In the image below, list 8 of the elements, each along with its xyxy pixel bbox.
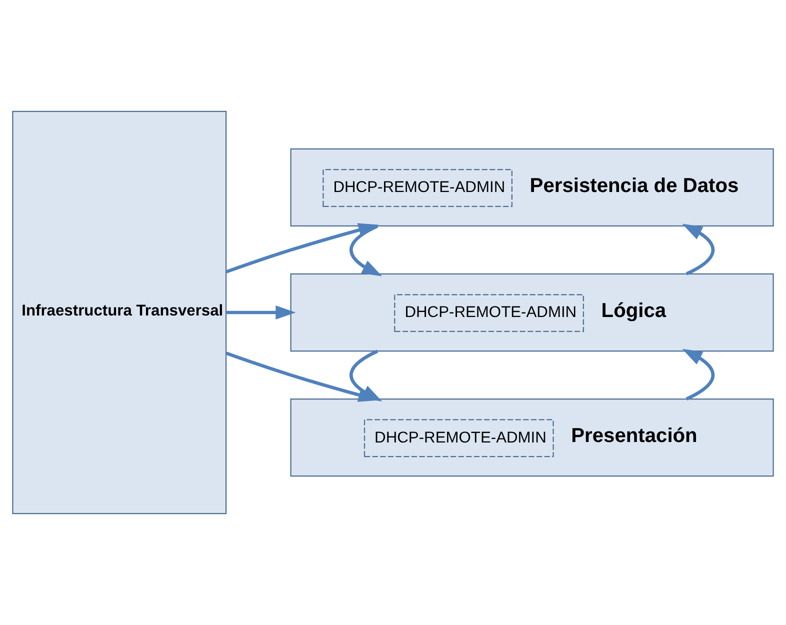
node-box: DHCP-REMOTE-ADMIN Persistencia de Datos [290, 148, 774, 226]
node-box: DHCP-REMOTE-ADMIN Presentación [290, 398, 774, 477]
node-box: Infraestructura Transversal [12, 110, 227, 514]
arrow [350, 224, 382, 276]
node-box: DHCP-REMOTE-ADMIN Lógica [290, 273, 774, 352]
arrow [226, 305, 296, 320]
arrow [682, 224, 715, 276]
arrow [682, 348, 715, 400]
